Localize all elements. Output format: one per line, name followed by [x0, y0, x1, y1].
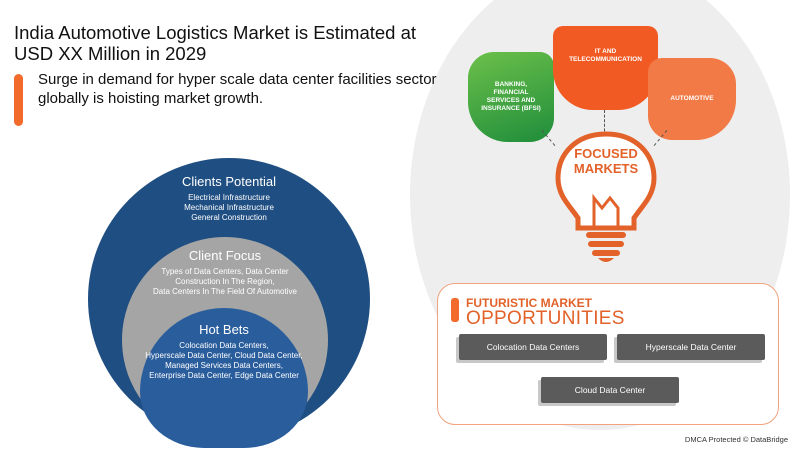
petal-it-telecom: IT AND TELECOMMUNICATION [553, 26, 658, 110]
focused-markets-bulb: FOCUSED MARKETS [546, 128, 666, 268]
opportunity-colocation: Colocation Data Centers [459, 334, 607, 360]
client-focus-heading: Client Focus [188, 248, 262, 263]
list-item: Types of Data Centers, Data Center [161, 267, 289, 276]
petal-bfsi: BANKING, FINANCIAL SERVICES AND INSURANC… [468, 52, 554, 142]
list-item: Data Centers In The Field Of Automotive [153, 287, 297, 296]
clients-potential-heading: Clients Potential [182, 174, 276, 189]
list-item: General Construction [191, 213, 267, 222]
footer-credit: DMCA Protected © DataBridge [684, 435, 788, 444]
clients-potential-list: Electrical Infrastructure Mechanical Inf… [88, 193, 370, 223]
list-item: Managed Services Data Centers, [165, 361, 283, 370]
petal-automotive: AUTOMOTIVE [648, 58, 736, 140]
list-item: Colocation Data Centers, [179, 341, 269, 350]
list-item: Construction In The Region, [175, 277, 275, 286]
page-subtitle: Surge in demand for hyper scale data cen… [38, 71, 437, 107]
lightbulb-icon [555, 131, 657, 262]
focused-markets-label: FOCUSED MARKETS [546, 146, 666, 176]
subtitle-accent-bar [14, 74, 23, 126]
futuristic-heading-line1: FUTURISTIC MARKET [466, 296, 592, 310]
list-item: Enterprise Data Center, Edge Data Center [149, 371, 299, 380]
futuristic-accent-bar [451, 298, 459, 322]
hot-bets-heading: Hot Bets [199, 322, 249, 337]
opportunity-hyperscale: Hyperscale Data Center [617, 334, 765, 360]
hot-bets-list: Colocation Data Centers, Hyperscale Data… [140, 341, 308, 381]
petal-label: AUTOMOTIVE [670, 95, 714, 102]
page-title: India Automotive Logistics Market is Est… [14, 22, 417, 64]
list-item: Electrical Infrastructure [188, 193, 270, 202]
list-item: Mechanical Infrastructure [184, 203, 274, 212]
petal-label: BANKING, FINANCIAL SERVICES AND INSURANC… [481, 81, 541, 112]
hot-bets-circle: Hot Bets Colocation Data Centers, Hypers… [140, 308, 308, 448]
petal-label: IT AND TELECOMMUNICATION [569, 48, 642, 63]
focused-label-line1: FOCUSED [574, 146, 638, 161]
connector-line [604, 110, 605, 136]
client-focus-list: Types of Data Centers, Data Center Const… [122, 267, 328, 297]
focused-label-line2: MARKETS [573, 161, 639, 176]
futuristic-heading-line2: OPPORTUNITIES [466, 308, 625, 329]
list-item: Hyperscale Data Center, Cloud Data Cente… [145, 351, 303, 360]
opportunity-cloud: Cloud Data Center [541, 377, 679, 403]
